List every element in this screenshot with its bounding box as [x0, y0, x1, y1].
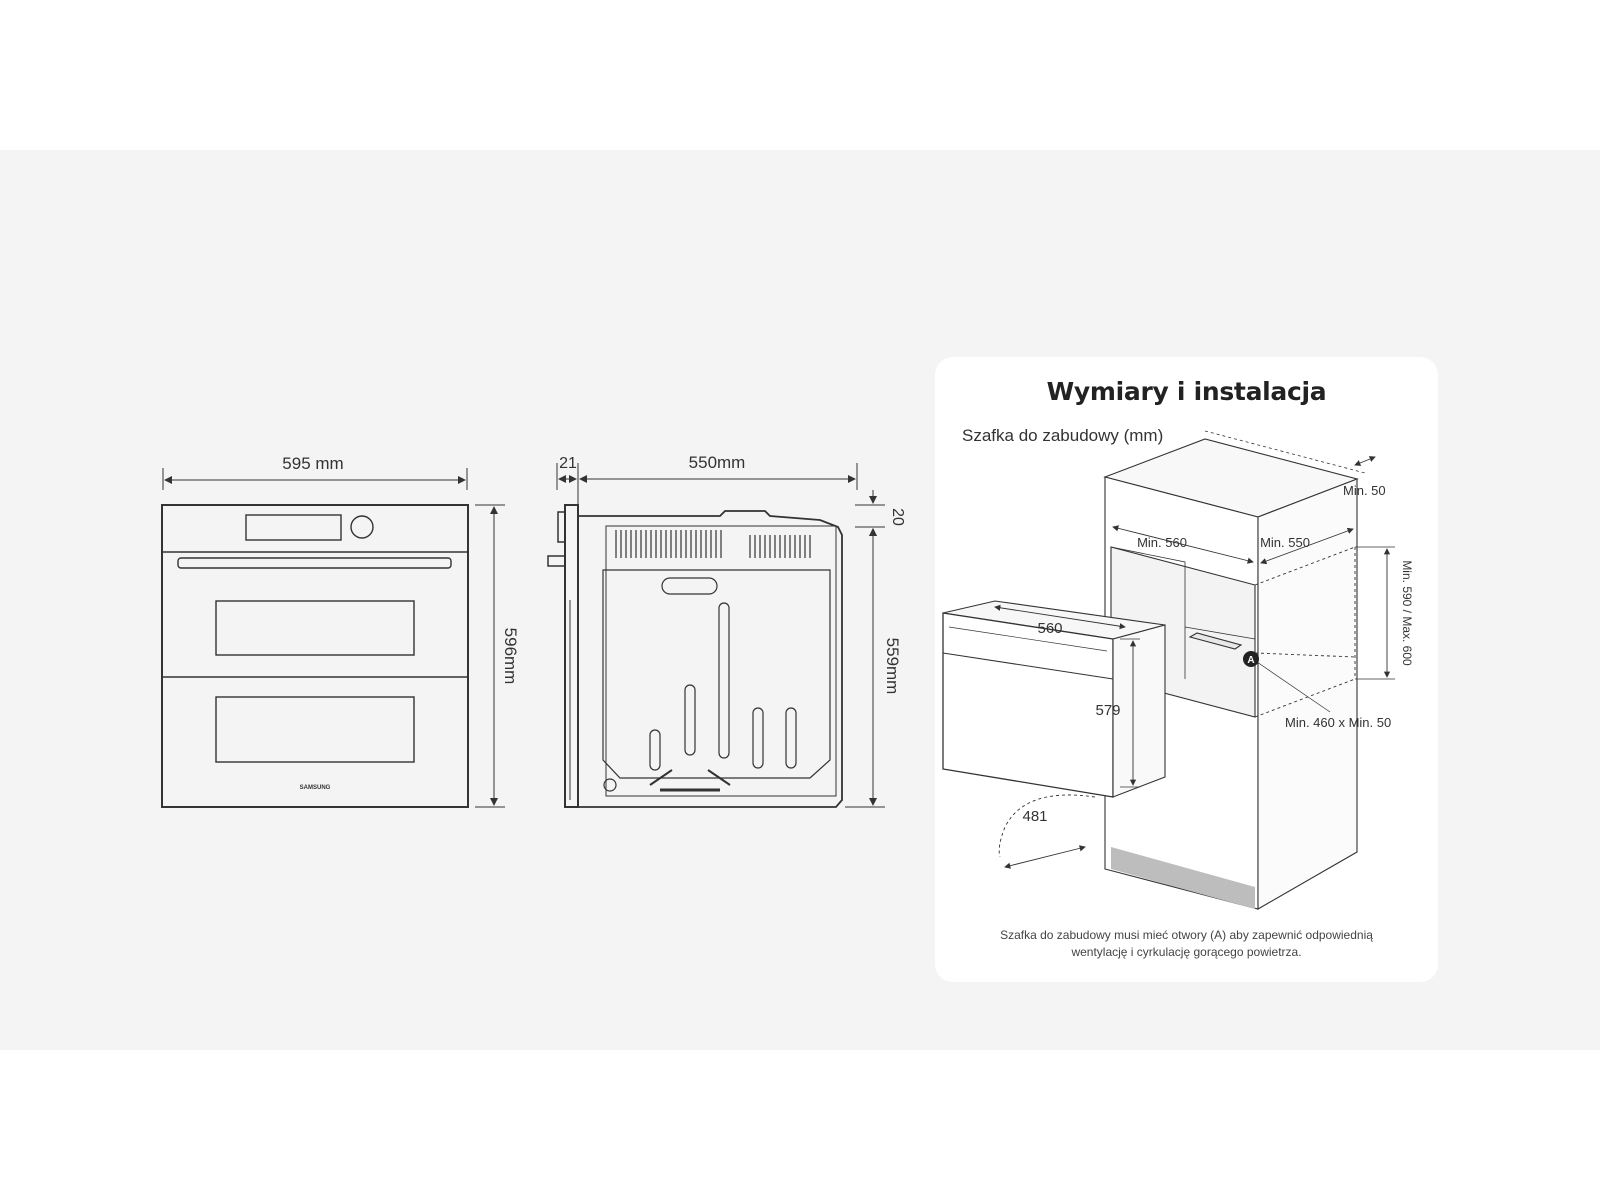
- card-title: Wymiary i instalacja: [1046, 377, 1327, 406]
- front-height-label: 596mm: [501, 628, 520, 685]
- label-min-560: Min. 560: [1137, 535, 1187, 550]
- side-height-label: 559mm: [883, 638, 902, 695]
- note-line-1: Szafka do zabudowy musi mieć otwory (A) …: [1000, 928, 1373, 942]
- side-front-depth-label: 21: [559, 455, 577, 472]
- side-view: [547, 463, 885, 808]
- vent-marker-label: A: [1247, 655, 1254, 666]
- side-top-gap-label: 20: [889, 508, 906, 526]
- label-vent-size: Min. 460 x Min. 50: [1285, 715, 1391, 730]
- label-door-swing: 481: [1022, 808, 1047, 825]
- installation-card: Wymiary i instalacja Szafka do zabudowy …: [935, 357, 1438, 982]
- side-depth-label: 550mm: [689, 453, 746, 472]
- note-line-2: wentylację i cyrkulację gorącego powietr…: [1071, 945, 1302, 959]
- label-oven-height: 579: [1095, 702, 1120, 719]
- label-min-50-top: Min. 50: [1343, 483, 1386, 498]
- brand-logo-text: SAMSUNG: [300, 785, 331, 791]
- vent-marker-circle: [1243, 651, 1259, 667]
- label-oven-width: 560: [1037, 620, 1062, 637]
- label-min-550: Min. 550: [1260, 535, 1310, 550]
- installation-note: Szafka do zabudowy musi mieć otwory (A) …: [955, 927, 1418, 961]
- front-view: [161, 468, 505, 808]
- label-height-range: Min. 590 / Max. 600: [1400, 560, 1414, 666]
- cabinet-diagram: A Min. 50 Min. 560 Min. 550 Min. 590 / M…: [942, 430, 1414, 910]
- card-subtitle: Szafka do zabudowy (mm): [962, 426, 1164, 445]
- front-width-label: 595 mm: [282, 454, 343, 473]
